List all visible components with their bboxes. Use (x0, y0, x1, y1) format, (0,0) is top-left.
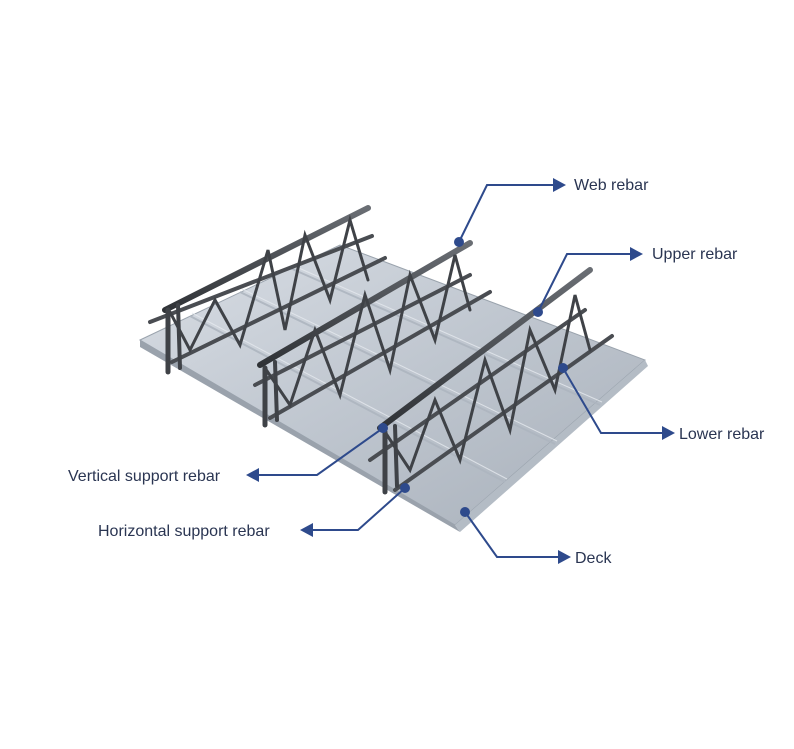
callout-lower-rebar: Lower rebar (558, 363, 765, 443)
vertical-support-rebar-label: Vertical support rebar (68, 468, 221, 485)
truss-right (368, 267, 614, 495)
horizontal-support-rebar-label: Horizontal support rebar (98, 523, 270, 540)
callout-deck: Deck (460, 507, 612, 567)
callout-upper-rebar: Upper rebar (533, 246, 738, 317)
web-rebar-label: Web rebar (574, 177, 649, 194)
callout-vertical-support-rebar: Vertical support rebar (68, 423, 388, 485)
truss-left (148, 205, 387, 375)
lower-rebar-label: Lower rebar (679, 426, 765, 443)
callout-horizontal-support-rebar: Horizontal support rebar (98, 483, 410, 540)
upper-rebar-label: Upper rebar (652, 246, 738, 263)
truss-middle (253, 240, 492, 428)
callout-web-rebar: Web rebar (454, 177, 649, 247)
deck-label: Deck (575, 550, 612, 567)
